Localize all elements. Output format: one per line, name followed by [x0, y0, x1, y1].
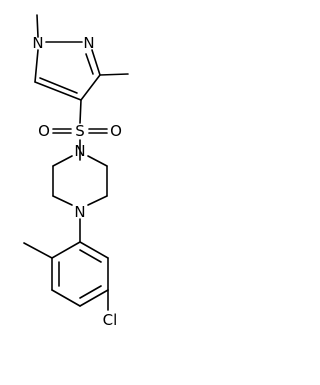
- bond-ar-c4-c5-double: [79, 285, 102, 299]
- bond-c4-c5: [34, 81, 82, 101]
- bond-n1-methyl: [36, 14, 39, 38]
- bond-c3-c4: [80, 74, 101, 101]
- bond-c4-c5-double: [39, 77, 78, 94]
- atom-n2: N: [83, 34, 94, 52]
- bond-c4-s: [79, 99, 82, 124]
- bond-c3-methyl: [99, 73, 129, 76]
- atom-labels: N N S O O N N Cl: [32, 34, 122, 329]
- bond-ar-c6-c1-double: [79, 249, 102, 263]
- atom-o-left: O: [38, 122, 50, 140]
- bond-n4-c-left: [52, 195, 73, 206]
- atom-n-piperazine-top: N: [74, 142, 85, 160]
- atom-n-piperazine-bottom: N: [74, 203, 85, 221]
- bonds: [23, 14, 129, 311]
- chemical-structure-diagram: N N S O O N N Cl: [23, 14, 129, 329]
- bond-ar-c3-c4: [51, 289, 81, 307]
- bond-n2-c3: [91, 49, 101, 76]
- bond-c5-n1: [34, 49, 39, 83]
- bond-c-right-n4: [87, 195, 108, 206]
- bond-n2-c3-double: [85, 53, 94, 75]
- bond-ar-c1-c2: [51, 241, 81, 259]
- atom-s: S: [75, 122, 85, 140]
- bond-n3-c-right: [87, 155, 108, 167]
- atom-cl: Cl: [103, 311, 118, 329]
- atom-o-right: O: [110, 122, 122, 140]
- atom-n1: N: [32, 34, 43, 52]
- bond-ar-c6-c1: [79, 241, 109, 259]
- bond-c-left-n3: [52, 155, 73, 167]
- bond-ar-c4-c5: [79, 289, 109, 307]
- bond-ar-methyl: [23, 242, 53, 259]
